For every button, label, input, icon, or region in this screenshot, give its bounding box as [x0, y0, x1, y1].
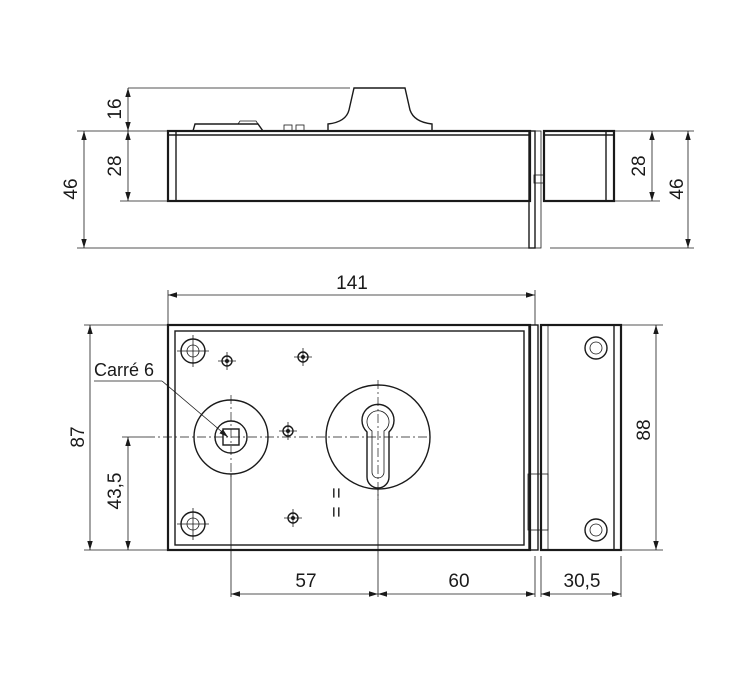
dim-60: 60 [448, 571, 469, 592]
dim-46-right: 46 [667, 178, 688, 199]
cylinder-keyhole [361, 403, 395, 489]
dim-28-right: 28 [629, 155, 650, 176]
equal-mark: = [327, 506, 348, 517]
top-small-tab [295, 124, 305, 132]
top-latch [192, 123, 264, 132]
dim-88: 88 [634, 419, 655, 440]
dim-141: 141 [336, 273, 368, 294]
keeper-hole-top [584, 336, 608, 360]
dim-43-5: 43,5 [105, 473, 126, 510]
rivet [294, 348, 312, 366]
front-flange [528, 324, 539, 551]
front-keeper [539, 323, 623, 552]
dim-28-left: 28 [105, 155, 126, 176]
dim-87: 87 [68, 426, 89, 447]
callout-carre-6: Carré 6 [94, 360, 154, 380]
keeper-hole-bottom [584, 518, 608, 542]
top-keeper [542, 129, 616, 203]
top-view: 16 28 46 28 46 [61, 87, 694, 249]
rivet [284, 509, 302, 527]
equal-mark: = [327, 487, 348, 498]
front-lock-body [166, 323, 532, 552]
dim-46-left: 46 [61, 178, 82, 199]
rivet [218, 352, 236, 370]
dim-30-5: 30,5 [564, 571, 601, 592]
top-lock-body [166, 129, 532, 203]
dim-57: 57 [295, 571, 316, 592]
dim-16: 16 [105, 98, 126, 119]
top-small-tab [283, 124, 293, 132]
front-view: 141 87 43,5 88 57 60 30,5 Carré 6 = = [68, 273, 663, 597]
top-knob [327, 87, 433, 131]
